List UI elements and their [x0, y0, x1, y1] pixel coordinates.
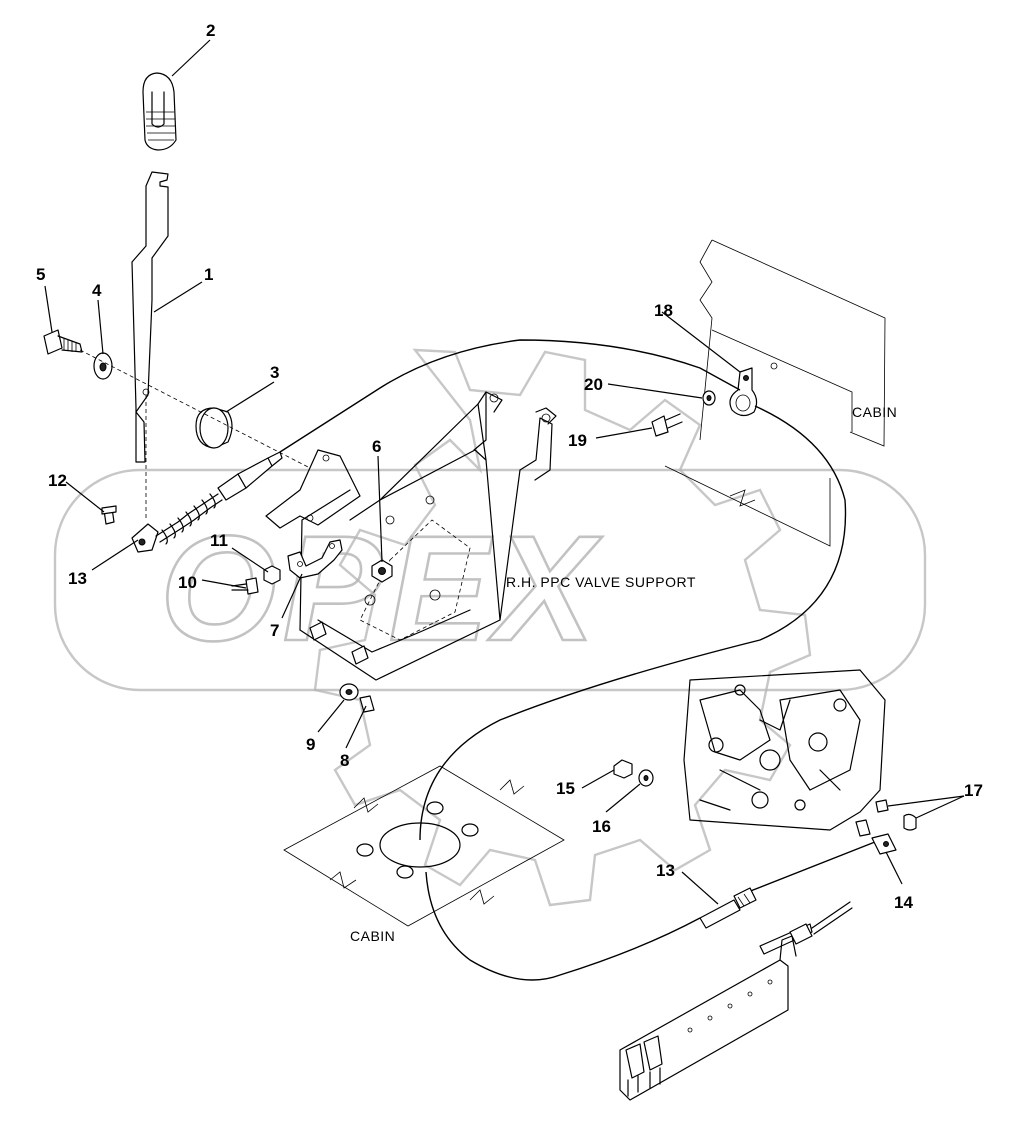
bolt-part-8 [359, 695, 375, 713]
callout-3: 3 [270, 363, 279, 382]
area-labels: CABIN CABIN R.H. PPC VALVE SUPPORT [350, 404, 897, 944]
nut-part-15 [613, 759, 633, 779]
cable-clamp-part-7 [287, 539, 343, 579]
bolt-part-17 [875, 799, 917, 831]
cable-end-part-14 [855, 819, 897, 855]
callout-4: 4 [92, 281, 102, 300]
bolt-part-5 [43, 329, 83, 355]
callout-10: 10 [178, 573, 197, 592]
control-lever [131, 171, 169, 463]
callout-8: 8 [340, 751, 349, 770]
watermark-text: OPEX [160, 504, 603, 672]
lever-assembly [131, 72, 177, 463]
lever-bracket-plate [619, 901, 853, 1101]
valve-support-label: R.H. PPC VALVE SUPPORT [506, 574, 696, 590]
callout-6: 6 [372, 437, 381, 456]
bolt-part-19 [651, 413, 683, 437]
watermark-frame [53, 468, 927, 692]
callout-11: 11 [210, 531, 228, 550]
callout-17: 17 [964, 781, 983, 800]
cabin-label-upper: CABIN [852, 404, 897, 420]
pin-part-12 [101, 505, 117, 525]
callout-1: 1 [204, 265, 213, 284]
nut-part-11 [263, 565, 281, 585]
callout-20: 20 [584, 375, 603, 394]
washer-part-4 [93, 352, 113, 380]
callouts: 2 1 3 4 5 6 7 8 9 10 11 12 13 13 14 15 1… [36, 21, 983, 912]
callout-13-lower: 13 [656, 861, 675, 880]
cabin-floor-panel [283, 765, 565, 927]
watermark-gear-icon [313, 348, 812, 907]
callout-2: 2 [206, 21, 215, 40]
watermark: OPEX [53, 348, 927, 907]
callout-15: 15 [556, 779, 575, 798]
callout-19: 19 [568, 431, 587, 450]
bolt-part-10 [231, 577, 259, 595]
callout-13-upper: 13 [68, 569, 87, 588]
rubber-damper-part-3 [195, 407, 233, 449]
control-valve-block [683, 669, 886, 831]
control-cable-lower-end [699, 887, 757, 929]
washer-part-20 [702, 390, 716, 406]
washer-part-16 [638, 769, 654, 787]
callout-16: 16 [592, 817, 611, 836]
callout-18: 18 [654, 301, 673, 320]
callout-7: 7 [270, 621, 279, 640]
callout-5: 5 [36, 265, 45, 284]
control-cable-upper-end [131, 451, 283, 553]
washer-part-9 [339, 683, 359, 701]
callout-14: 14 [894, 893, 913, 912]
ppc-valve-support-bracket [265, 391, 557, 681]
leader-lines [44, 39, 965, 905]
cable-clip-part-18 [729, 362, 778, 417]
callout-9: 9 [306, 735, 315, 754]
control-cable-routing [279, 339, 741, 453]
callout-12: 12 [48, 471, 67, 490]
cabin-label-lower: CABIN [350, 928, 395, 944]
cabin-wall-panel [664, 239, 886, 547]
lever-grip [142, 72, 177, 151]
